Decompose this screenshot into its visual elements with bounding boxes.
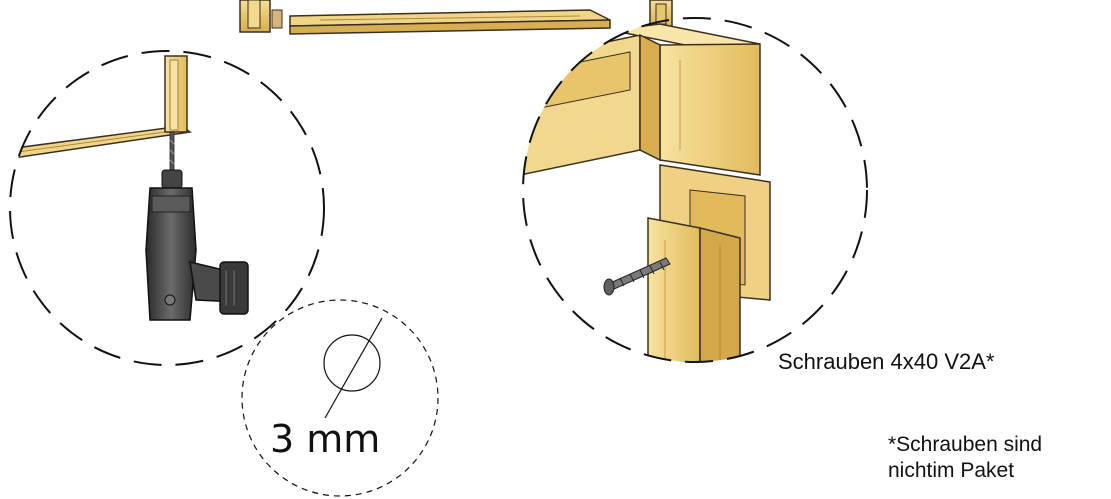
wood-screw-icon [603, 257, 671, 296]
footnote-line-1: *Schrauben sind [888, 433, 1043, 456]
frame-top-overview [239, 0, 673, 35]
detail-circle-right [522, 17, 868, 363]
joint-detail [522, 17, 868, 363]
detail-circle-left [9, 50, 325, 366]
diameter-symbol-icon [323, 317, 383, 419]
screw-spec-label: Schrauben 4x40 V2A* [778, 349, 995, 374]
drill-diameter-label: 3 mm [270, 417, 381, 461]
drill-detail [9, 50, 325, 366]
footnote-line-2: nichtim Paket [888, 459, 1015, 482]
drill-diameter-callout [241, 299, 439, 497]
